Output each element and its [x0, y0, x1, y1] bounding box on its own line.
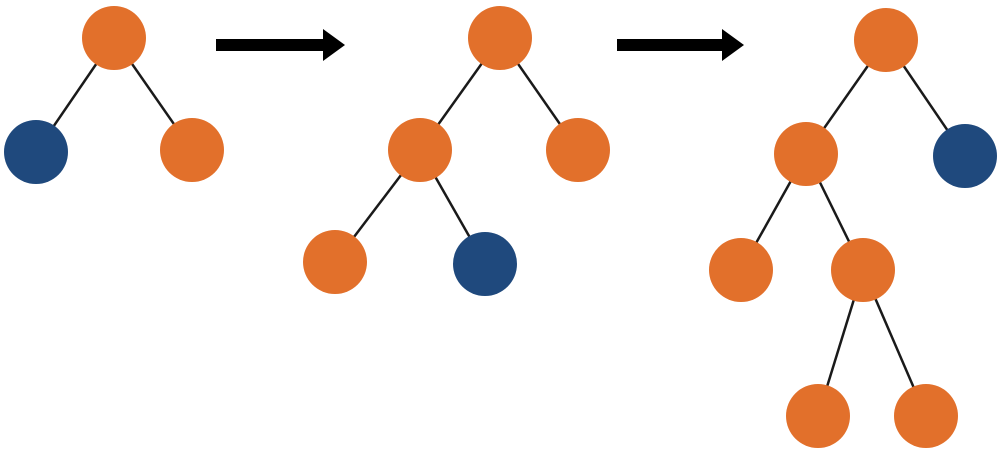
tree-2-node-right-orange: [546, 118, 610, 182]
tree-1-node-right-orange: [160, 118, 224, 182]
edges-layer: [34, 37, 967, 417]
tree-3-node-left-orange: [774, 122, 838, 186]
arrow-2-head: [722, 29, 744, 61]
tree-2-node-root-orange: [468, 6, 532, 70]
tree-1-node-root-orange: [82, 6, 146, 70]
arrows-layer: [216, 29, 744, 61]
tree-2-node-left-right-blue: [453, 232, 517, 296]
tree-3-node-right-blue: [933, 124, 997, 188]
tree-2-node-left-left-orange: [303, 230, 367, 294]
arrow-1-head: [323, 29, 345, 61]
tree-3-node-left-right-orange: [831, 238, 895, 302]
tree-3-node-left-right-right-orange: [894, 384, 958, 448]
tree-1-node-left-blue: [4, 120, 68, 184]
tree-2-node-left-orange: [388, 118, 452, 182]
nodes-layer: [4, 6, 997, 448]
arrow-2-icon: [617, 29, 744, 61]
arrow-1-icon: [216, 29, 345, 61]
tree-3-node-left-left-orange: [709, 238, 773, 302]
tree-3-node-root-orange: [854, 8, 918, 72]
tree-3-node-left-right-left-orange: [786, 384, 850, 448]
